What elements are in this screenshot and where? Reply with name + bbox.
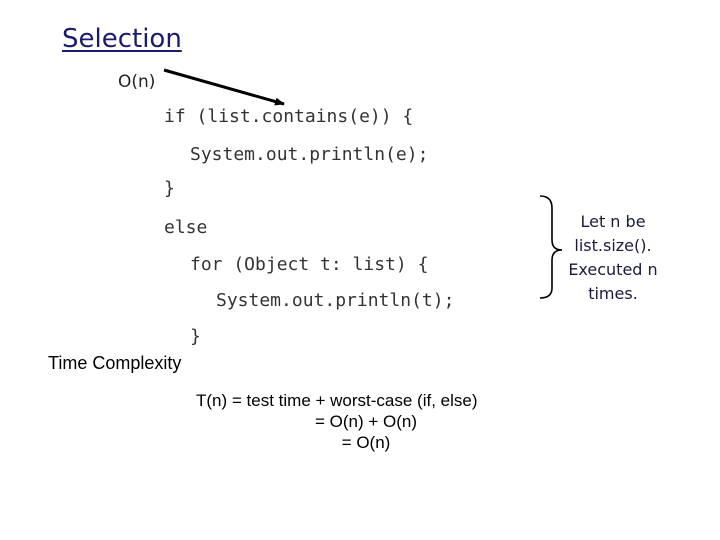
curly-brace-icon (539, 195, 563, 299)
arrow-icon (163, 68, 285, 106)
code-line-close-for: } (190, 326, 201, 347)
code-line-println-e: System.out.println(e); (190, 144, 429, 165)
code-line-for: for (Object t: list) { (190, 254, 429, 275)
code-line-println-t: System.out.println(t); (216, 290, 455, 311)
formula-line-3: = O(n) (341, 433, 391, 452)
side-note: Let n be list.size(). Executed n times. (568, 212, 658, 303)
formula-line-1: T(n) = test time + worst-case (if, else) (196, 391, 478, 410)
formula-line-2: = O(n) + O(n) (314, 412, 418, 431)
code-line-close-if: } (164, 178, 175, 199)
code-line-if: if (list.contains(e)) { (164, 106, 414, 127)
time-complexity-heading: Time Complexity (48, 353, 182, 373)
slide-title: Selection (62, 24, 182, 54)
code-line-else: else (164, 217, 208, 238)
complexity-label: O(n) (118, 72, 156, 92)
complexity-formula: T(n) = test time + worst-case (if, else)… (196, 390, 536, 453)
